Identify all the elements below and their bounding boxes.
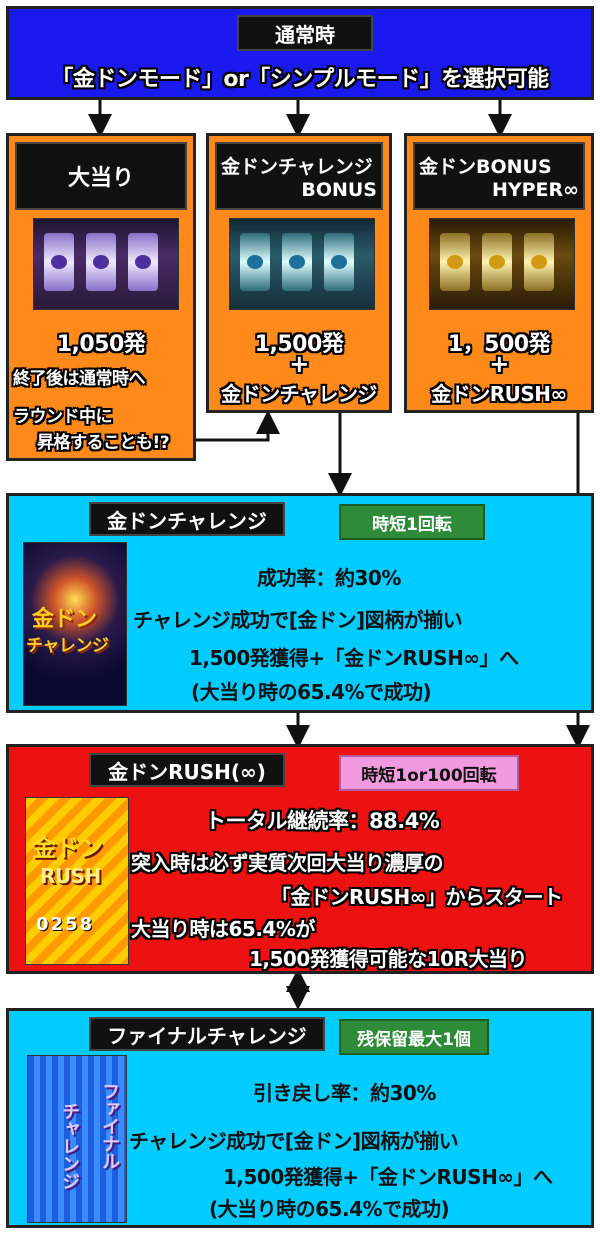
bonus-hyper-box: 金ドンBONUS HYPER∞ 1，500発 + 金ドンRUSH∞ (404, 133, 594, 413)
bonus-hyper-label: 金ドンBONUS HYPER∞ (413, 142, 585, 210)
final-image-text-1: ファイナル (99, 1082, 120, 1170)
rush-image-counter: 0258 (36, 914, 95, 935)
normal-state-text: 「金ドンモード」or「シンプルモード」を選択可能 (51, 67, 549, 92)
rush-label: 金ドンRUSH(∞) (89, 753, 285, 787)
challenge-bonus-box: 金ドンチャレンジ BONUS 1,500発 + 金ドンチャレンジ (206, 133, 392, 413)
challenge-line-4: (大当り時の65.4%で成功) (191, 680, 432, 704)
rush-box: 金ドンRUSH(∞) 時短1or100回転 金ドン RUSH 0258 トータル… (6, 744, 594, 974)
challenge-line-1: 成功率：約30% (257, 566, 401, 590)
challenge-bonus-label-line1: 金ドンチャレンジ (221, 155, 373, 178)
final-line-3: 1,500発獲得+「金ドンRUSH∞」へ (223, 1165, 553, 1189)
final-line-2: チャレンジ成功で[金ドン]図柄が揃い (129, 1129, 459, 1153)
challenge-bonus-label: 金ドンチャレンジ BONUS (215, 142, 383, 210)
challenge-badge: 時短1回転 (339, 504, 485, 540)
bonus-hyper-label-line1: 金ドンBONUS (419, 155, 552, 178)
challenge-image-text-1: 金ドン (32, 607, 97, 632)
challenge-label: 金ドンチャレンジ (89, 502, 285, 536)
challenge-bonus-value: 1,500発 (254, 332, 344, 357)
bonus-hyper-value: 1，500発 (447, 332, 551, 357)
bonus-hyper-slot-image (429, 218, 575, 310)
final-box: ファイナルチャレンジ 残保留最大1個 ファイナル チャレンジ 引き戻し率：約30… (6, 1008, 594, 1228)
big-hit-label: 大当り (15, 142, 187, 210)
normal-state-box: 通常時 「金ドンモード」or「シンプルモード」を選択可能 (6, 6, 594, 100)
rush-image: 金ドン RUSH 0258 (25, 797, 129, 965)
final-line-4: (大当り時の65.4%で成功) (209, 1197, 450, 1221)
final-image-text-2: チャレンジ (59, 1102, 80, 1190)
rush-line-3: 「金ドンRUSH∞」からスタート (271, 885, 563, 909)
big-hit-note-2b: 昇格することも!? (37, 433, 170, 453)
rush-line-2: 突入時は必ず実質次回大当り濃厚の (131, 851, 444, 875)
final-label: ファイナルチャレンジ (89, 1017, 325, 1051)
big-hit-value: 1,050発 (56, 332, 146, 357)
challenge-bonus-plus: + (289, 350, 309, 378)
final-image: ファイナル チャレンジ (27, 1055, 127, 1223)
final-badge: 残保留最大1個 (339, 1019, 489, 1055)
challenge-image: 金ドン チャレンジ (23, 542, 127, 706)
rush-badge: 時短1or100回転 (339, 755, 519, 791)
big-hit-slot-image (33, 218, 179, 310)
challenge-bonus-slot-image (229, 218, 375, 310)
rush-line-1: トータル継続率：88.4% (205, 809, 440, 833)
big-hit-note-2a: ラウンド中に (13, 407, 113, 427)
rush-image-text-1: 金ドン (32, 834, 103, 862)
challenge-line-2: チャレンジ成功で[金ドン]図柄が揃い (133, 608, 463, 632)
challenge-image-text-2: チャレンジ (26, 636, 109, 656)
bonus-hyper-plus: + (489, 350, 509, 378)
challenge-box: 金ドンチャレンジ 時短1回転 金ドン チャレンジ 成功率：約30% チャレンジ成… (6, 493, 594, 713)
bonus-hyper-extra: 金ドンRUSH∞ (431, 382, 567, 406)
normal-state-label: 通常時 (237, 15, 373, 51)
final-line-1: 引き戻し率：約30% (253, 1081, 436, 1105)
rush-image-text-2: RUSH (40, 864, 101, 888)
arrow-col1-to-col2 (196, 410, 280, 442)
rush-line-5: 1,500発獲得可能な10R大当り (249, 947, 528, 971)
big-hit-note-1: 終了後は通常時へ (13, 369, 146, 389)
challenge-bonus-label-line2: BONUS (301, 178, 377, 201)
rush-line-4: 大当り時は65.4%が (131, 917, 315, 941)
challenge-line-3: 1,500発獲得+「金ドンRUSH∞」へ (189, 646, 519, 670)
bonus-hyper-label-line2: HYPER∞ (491, 178, 579, 201)
challenge-bonus-extra: 金ドンチャレンジ (221, 382, 377, 406)
big-hit-box: 大当り 1,050発 終了後は通常時へ ラウンド中に 昇格することも!? (6, 133, 196, 461)
